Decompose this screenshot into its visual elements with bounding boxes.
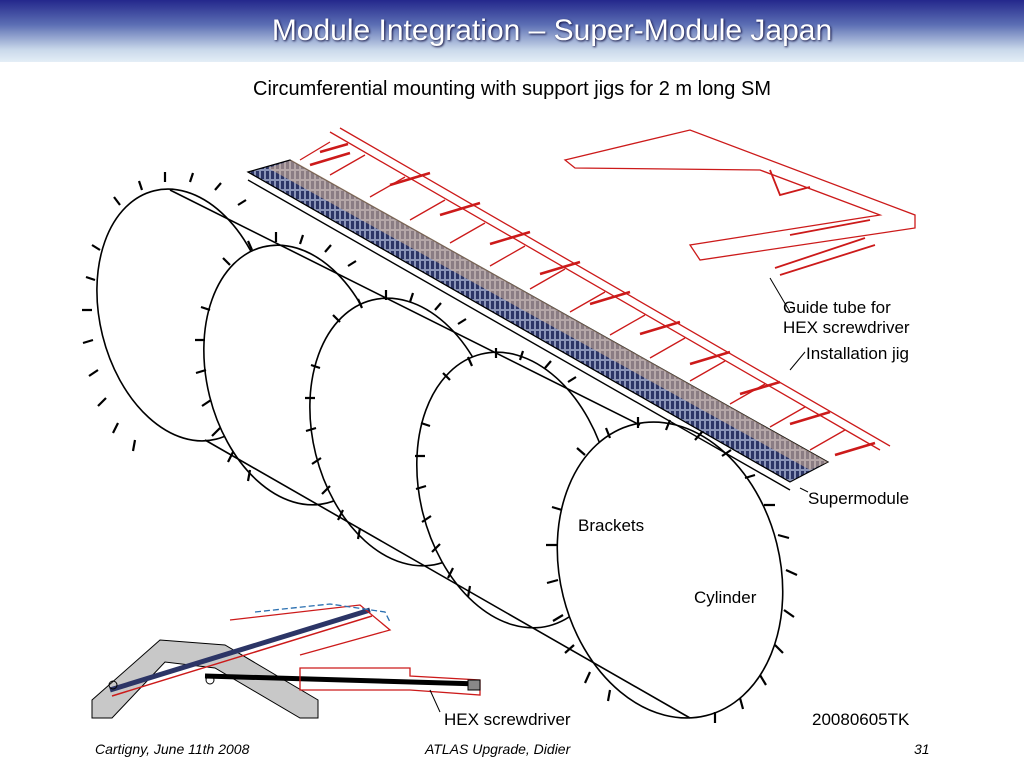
cylinder-disk-5	[556, 421, 784, 719]
slide-title: Module Integration – Super-Module Japan	[271, 14, 833, 47]
title-bar: Module Integration – Super-Module Japan	[0, 0, 1024, 62]
hex-screwdriver-label: HEX screwdriver	[444, 710, 571, 729]
guide-tube-label: Guide tube for	[783, 298, 891, 317]
page-number: 31	[914, 741, 930, 757]
brackets-label: Brackets	[578, 516, 645, 535]
supermodule-label: Supermodule	[808, 489, 910, 508]
installation-jig-leader	[789, 351, 806, 371]
installation-jig-label: Installation jig	[806, 344, 910, 363]
guide-tube-label-line2: HEX screwdriver	[783, 318, 910, 337]
cross-section-inset	[91, 603, 481, 719]
drawing-id: 20080605TK	[812, 710, 910, 729]
footer-location-date: Cartigny, June 11th 2008	[95, 741, 250, 757]
installation-jig	[299, 127, 916, 457]
cylinder-top-edge	[169, 189, 641, 426]
cylinder-label: Cylinder	[694, 588, 757, 607]
supermodule-leader	[799, 487, 809, 493]
footer-event: ATLAS Upgrade, Didier	[425, 741, 571, 757]
brackets	[82, 172, 798, 723]
cylinder-bottom-edge	[204, 439, 691, 719]
guide-tube-leader	[769, 277, 791, 313]
cylinder-assembly	[96, 188, 784, 719]
assembly-drawing	[82, 127, 916, 723]
supermodule	[246, 159, 830, 491]
hex-screwdriver-leader	[429, 689, 441, 713]
slide-subtitle: Circumferential mounting with support ji…	[253, 78, 771, 100]
